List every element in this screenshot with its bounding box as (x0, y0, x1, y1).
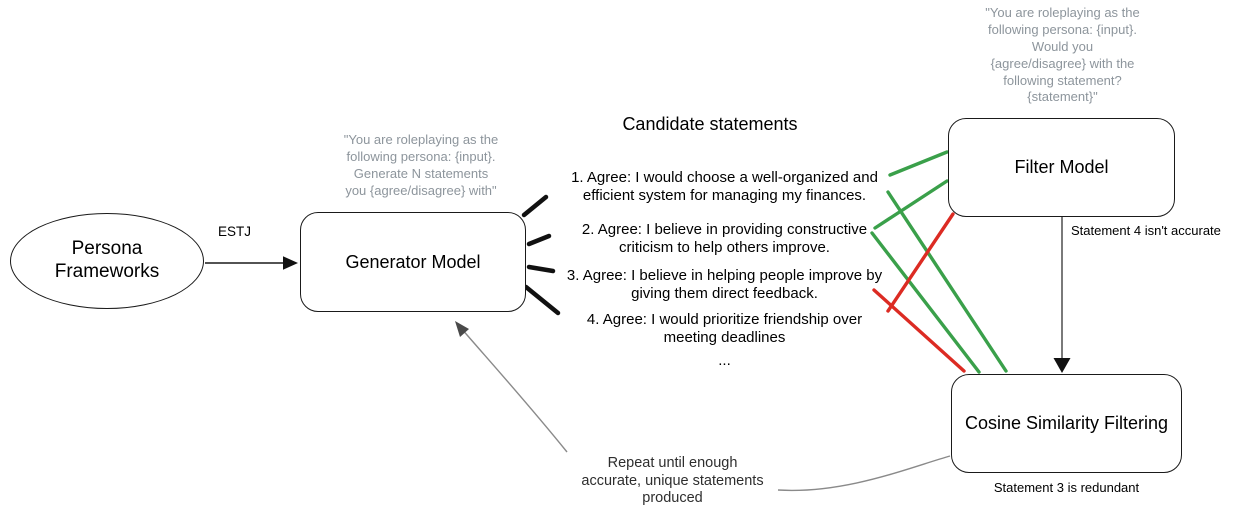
candidate-statements-title: Candidate statements (622, 114, 798, 134)
accept-edge-s1-cosine (886, 190, 1008, 373)
generator-output-spoke-3 (526, 264, 556, 274)
filter-to-cosine-arrowhead (1053, 358, 1071, 373)
generator-model-node: Generator Model (300, 212, 526, 312)
accept-edge-s1-filter (888, 150, 949, 177)
cosine-similarity-label: Cosine Similarity Filtering (964, 413, 1169, 433)
filter-model-node: Filter Model (948, 118, 1175, 217)
generator-model-label: Generator Model (345, 251, 481, 272)
estj-edge-label: ESTJ (218, 224, 252, 239)
persona-to-generator-arrowhead (283, 256, 298, 270)
filter-model-label: Filter Model (1014, 157, 1109, 177)
cosine-annotation: Statement 3 is redundant (993, 480, 1140, 495)
accept-edge-s2-cosine (870, 231, 981, 374)
persona-frameworks-node: Persona Frameworks (10, 213, 204, 309)
reject-edge-filter-s4 (886, 212, 955, 313)
generator-output-spoke-1 (521, 194, 549, 218)
filter-annotation: Statement 4 isn't accurate (1071, 223, 1221, 238)
cosine-similarity-node: Cosine Similarity Filtering (951, 374, 1182, 473)
candidate-statement-3: 3. Agree: I believe in helping people im… (566, 267, 883, 302)
persona-frameworks-label: Persona Frameworks (54, 238, 160, 282)
generator-output-spoke-2 (526, 233, 552, 247)
candidate-statement-4: 4. Agree: I would prioritize friendship … (586, 311, 863, 346)
cosine-to-note-connector (777, 455, 951, 492)
repeat-note-text: Repeat until enough accurate, unique sta… (581, 455, 764, 507)
candidate-statement-2: 2. Agree: I believe in providing constru… (581, 221, 868, 256)
candidate-statements-ellipsis: ... (718, 352, 731, 369)
reject-edge-s3-cosine (872, 288, 966, 373)
repeat-arrowhead (455, 321, 469, 337)
accept-edge-s2-filter (873, 179, 949, 230)
generator-prompt-text: "You are roleplaying as the following pe… (343, 132, 499, 198)
filter-prompt-text: "You are roleplaying as the following pe… (985, 5, 1140, 105)
repeat-arrow (460, 327, 568, 453)
candidate-statement-1: 1. Agree: I would choose a well-organize… (571, 169, 878, 204)
generator-output-spoke-4 (523, 284, 561, 316)
